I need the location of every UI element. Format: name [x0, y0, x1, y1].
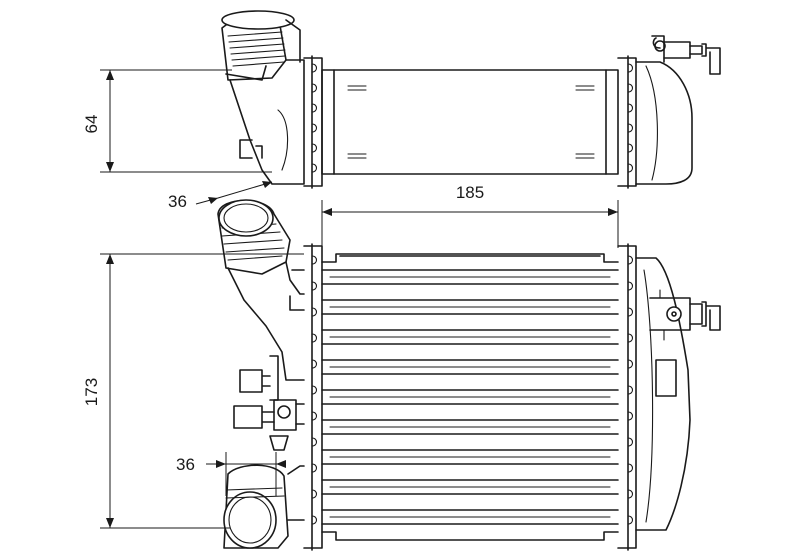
front-core: [321, 253, 619, 541]
dimension-185: 185: [321, 183, 619, 248]
dimension-label-64: 64: [82, 115, 101, 134]
front-view: [217, 199, 721, 551]
dimension-64: 64: [82, 69, 272, 173]
front-left-tank: [303, 243, 323, 551]
front-sensor-ports: [233, 355, 305, 451]
front-outlet-pipe: [223, 464, 305, 549]
top-inlet-pipe: [221, 10, 305, 185]
top-view: [221, 10, 721, 189]
top-left-tank: [303, 55, 323, 189]
top-right-tank: [617, 35, 721, 189]
front-right-tank: [617, 243, 721, 551]
dimension-label-185: 185: [456, 183, 484, 202]
dimension-36-bottom: 36: [176, 452, 286, 496]
dimension-label-36-bottom: 36: [176, 455, 195, 474]
dimension-label-36-top: 36: [168, 192, 187, 211]
top-core: [321, 69, 619, 175]
dimension-label-173: 173: [82, 378, 101, 406]
front-inlet-pipe: [217, 199, 305, 381]
dimension-173: 173: [82, 253, 304, 529]
dimension-36-top: 36: [168, 181, 273, 211]
